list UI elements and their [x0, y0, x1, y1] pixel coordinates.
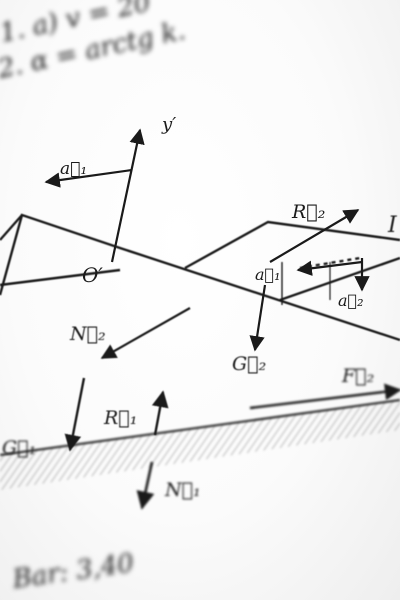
g1-r1-group: [64, 377, 169, 452]
r2-label: R⃗₂: [291, 201, 325, 223]
a1-right-label: a⃗₁: [255, 265, 281, 284]
origin-label: O′: [82, 263, 103, 287]
g1-arrow: [64, 377, 86, 452]
ground-hatching: [0, 400, 400, 490]
a2-label: a⃗₂: [338, 291, 364, 310]
n2-label: N⃗₂: [69, 323, 106, 345]
n1-label: N⃗₁: [164, 479, 201, 501]
upper-frame-line: [0, 213, 400, 342]
f2-group: [249, 383, 400, 410]
g1-label: G⃗₁: [2, 437, 36, 459]
ground-surface: [0, 399, 400, 490]
base-line-left: [0, 268, 121, 287]
left-frame-edge: [0, 214, 23, 241]
y-axis-arrow: [110, 128, 145, 263]
n1-group: [136, 461, 155, 510]
a1-top-arrow: [44, 168, 133, 188]
y-axis-group: [44, 128, 145, 263]
g2-arrow: [249, 284, 267, 352]
r2-group: [249, 209, 370, 352]
answer-line: Bar: 3,40: [10, 548, 136, 595]
partial-right-label: I: [387, 213, 398, 238]
a1-right-arrow: [296, 260, 363, 276]
f2-arrow: [249, 383, 400, 410]
n2-group: [100, 307, 191, 359]
g2-label: G⃗₂: [232, 353, 266, 375]
n2-arrow: [100, 307, 191, 359]
wedge-outline: [184, 220, 400, 270]
frame-lines: [0, 213, 400, 342]
a1-top-label: a⃗₁: [60, 159, 87, 179]
f2-label: F⃗₂: [341, 365, 374, 387]
r1-label: R⃗₁: [103, 407, 137, 429]
n1-arrow: [136, 461, 155, 510]
r2-arrow: [269, 209, 360, 263]
wedge-ray: [279, 256, 400, 302]
y-axis-label: y′: [161, 114, 176, 135]
r1-arrow: [151, 390, 169, 436]
formula-block: 1. a) v = 20 2. α = arctg k.: [0, 0, 188, 85]
